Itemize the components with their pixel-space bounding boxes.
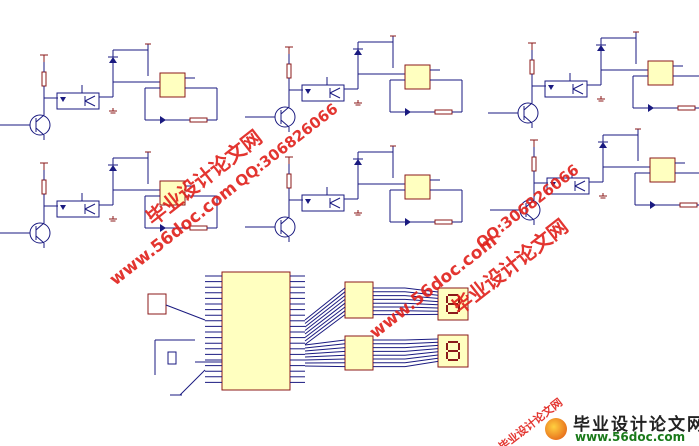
logo-name: 毕业设计论文网	[573, 415, 699, 435]
wire	[304, 295, 346, 328]
seven-segment-displays	[437, 287, 469, 368]
wire	[404, 295, 439, 299]
wire	[304, 302, 346, 335]
wire	[304, 350, 346, 355]
relay-module-3	[487, 31, 699, 129]
wire	[404, 348, 439, 352]
wire	[304, 314, 346, 345]
wire	[304, 339, 346, 346]
wire	[404, 298, 439, 303]
wire	[304, 299, 346, 331]
logo-icon	[545, 418, 567, 440]
wire	[404, 306, 439, 309]
wire	[304, 358, 346, 361]
wire	[404, 357, 439, 364]
microcontroller	[147, 271, 305, 396]
wire	[304, 365, 346, 368]
wire	[404, 291, 439, 296]
wire	[304, 287, 346, 321]
wire	[404, 351, 439, 356]
logo-url: www.56doc.com	[575, 430, 686, 444]
wire	[304, 347, 346, 352]
wire	[304, 306, 346, 338]
data-bus-wires	[304, 287, 439, 368]
wire	[404, 354, 439, 360]
wire	[304, 354, 346, 358]
wire	[304, 310, 346, 342]
wire	[404, 287, 439, 293]
latch-chips	[344, 281, 374, 371]
wire	[304, 291, 346, 324]
wire	[404, 344, 439, 349]
wire	[404, 302, 439, 306]
wire	[404, 360, 439, 368]
wire	[404, 341, 439, 345]
wire	[304, 343, 346, 349]
wire	[404, 338, 439, 341]
relay-module-1	[0, 43, 218, 141]
relay-module-2	[244, 35, 463, 133]
